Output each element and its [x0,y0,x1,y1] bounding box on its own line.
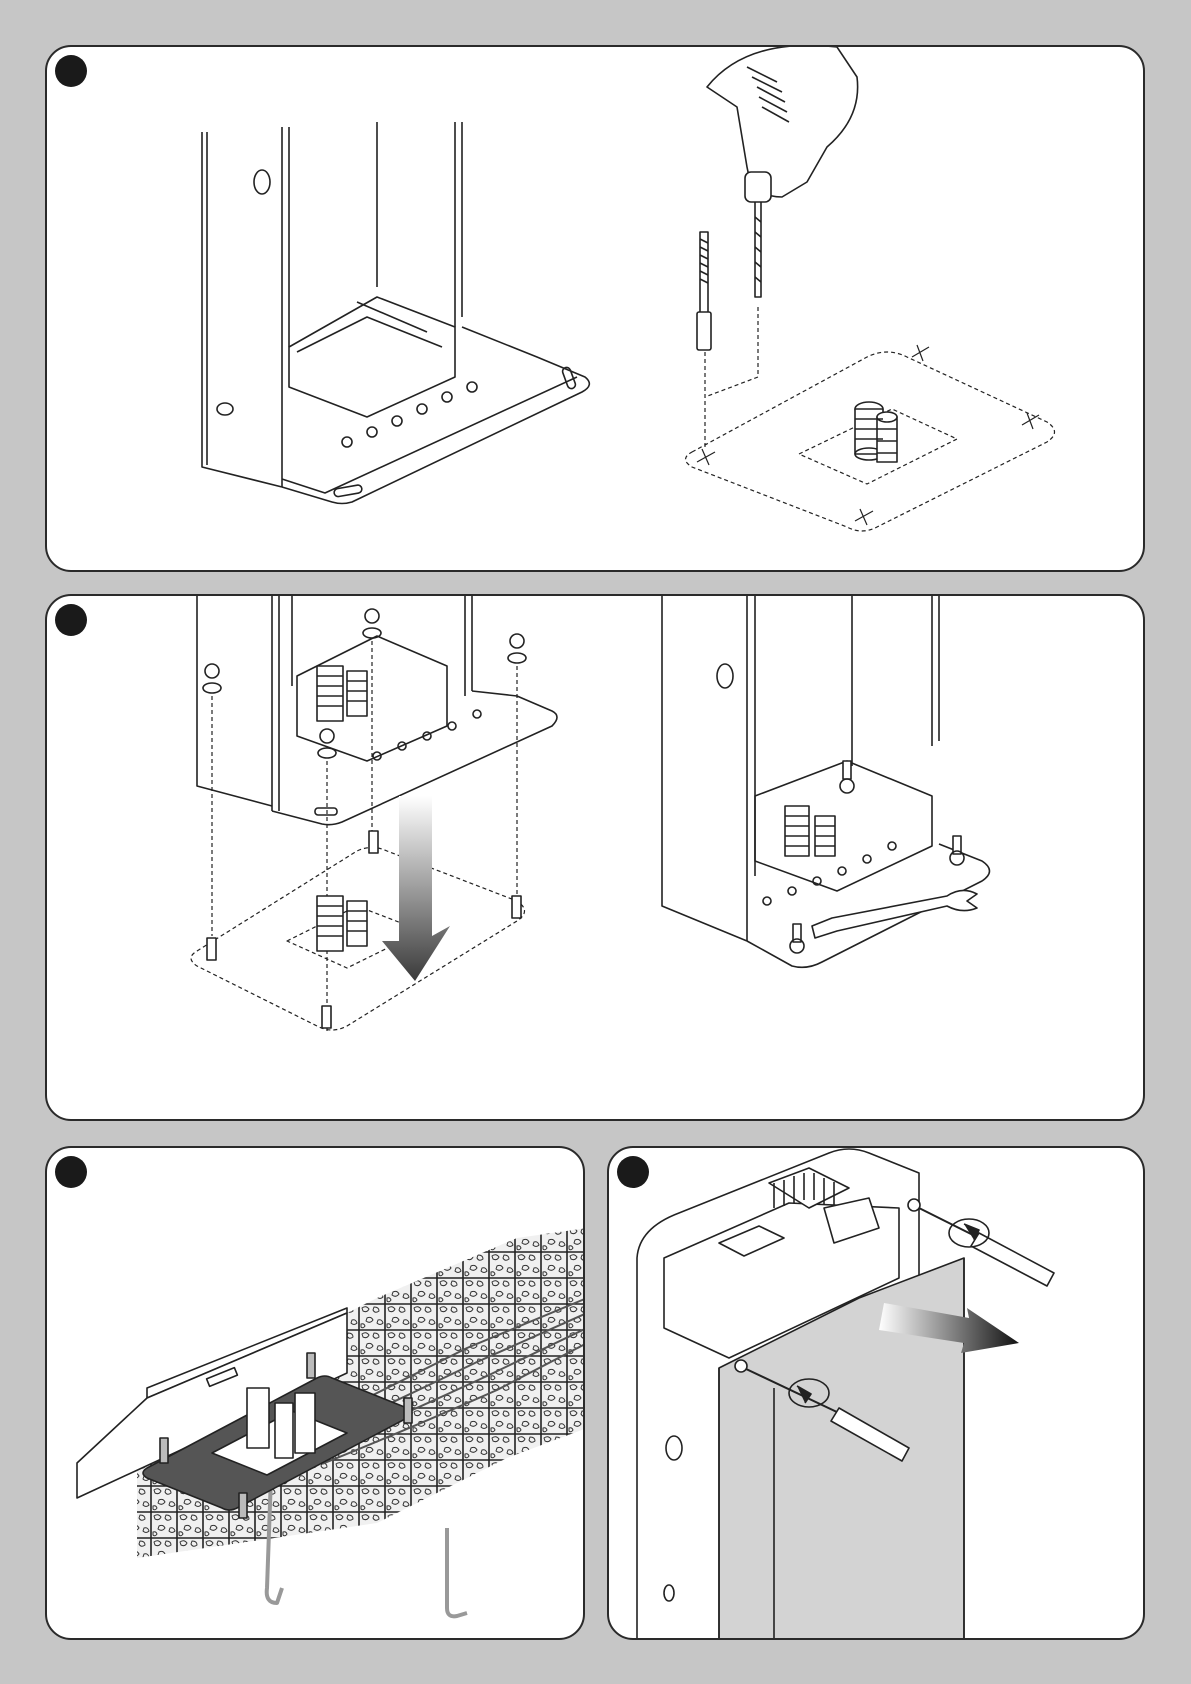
step-4-illustration [609,1148,1145,1640]
conduits-icon [317,666,367,721]
step-3-panel [45,1146,585,1640]
step-2-panel [45,594,1145,1121]
down-arrow-icon [382,796,450,981]
column-housing [202,122,589,504]
conduits-installed [785,806,835,856]
column-housing-lowering [197,596,557,825]
step-1-panel [45,45,1145,572]
wrench-icon [812,890,977,938]
foundation-hook [447,1528,467,1616]
conduits-lower [317,896,367,951]
drill-icon [707,47,858,297]
step-1-illustration [47,47,1145,572]
step-4-panel [607,1146,1145,1640]
step-2-illustration [47,596,1145,1121]
step-3-illustration [47,1148,585,1640]
conduits-icon [855,402,897,462]
anchor-bolt-icon [697,232,711,350]
installed-column [662,596,990,967]
